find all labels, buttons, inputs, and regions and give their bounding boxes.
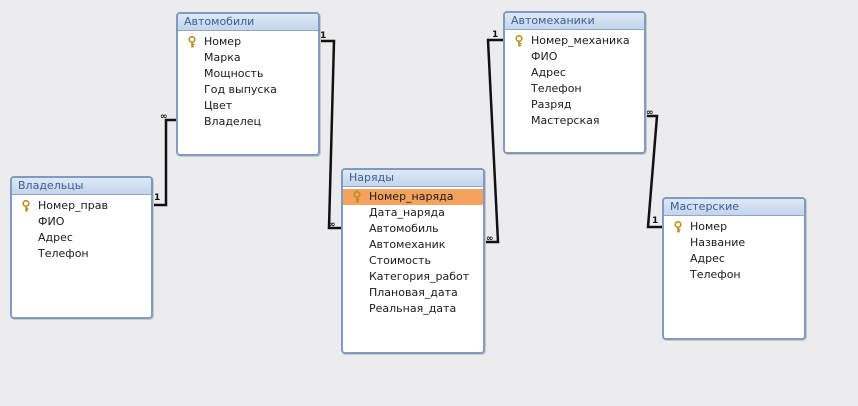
table-avtomekhaniki[interactable]: Автомеханики Номер_механика ФИО Адрес Те… [503,11,646,154]
many-mark-avtomobili: ∞ [160,112,168,122]
one-mark-vladeltsy: 1 [154,193,160,203]
field-item[interactable]: ФИО [505,49,644,65]
table-avtomobili[interactable]: Автомобили Номер Марка Мощность Год выпу… [176,12,320,156]
field-list: Номер_наряда Дата_наряда Автомобиль Авто… [343,187,483,317]
many-mark-avtomekhaniki: ∞ [646,108,654,118]
field-list: Номер Марка Мощность Год выпуска Цвет Вл… [178,31,318,130]
field-item[interactable]: Год выпуска [178,82,318,98]
field-item[interactable]: Мощность [178,66,318,82]
field-item[interactable]: Адрес [664,251,804,267]
table-title[interactable]: Владельцы [12,178,151,195]
field-label: Мощность [204,67,264,80]
field-item[interactable]: Телефон [664,267,804,283]
field-label: ФИО [38,215,65,228]
table-title[interactable]: Мастерские [664,199,804,216]
table-title[interactable]: Наряды [343,170,483,187]
field-item[interactable]: ФИО [12,214,151,230]
one-mark-avtomobili: 1 [320,31,326,41]
table-title[interactable]: Автомеханики [505,13,644,30]
field-label: Номер [204,35,242,48]
field-label: Номер_механика [531,34,630,47]
field-item[interactable]: Адрес [505,65,644,81]
field-label: Телефон [690,268,741,281]
field-item[interactable]: Телефон [505,81,644,97]
field-label: Автомобиль [369,222,439,235]
field-item[interactable]: Цвет [178,98,318,114]
field-list: Номер_механика ФИО Адрес Телефон Разряд … [505,30,644,129]
field-item[interactable]: Номер_прав [12,198,151,214]
field-label: Автомеханик [369,238,446,251]
field-item[interactable]: Стоимость [343,253,483,269]
field-label: Номер_наряда [369,190,454,203]
field-item[interactable]: Номер_механика [505,33,644,49]
table-vladeltsy[interactable]: Владельцы Номер_прав ФИО Адрес Телефон [10,176,153,319]
field-label: ФИО [531,50,558,63]
field-item[interactable]: Автомеханик [343,237,483,253]
table-masterskie[interactable]: Мастерские Номер Название Адрес Телефон [662,197,806,340]
field-label: Номер [690,220,728,233]
field-item[interactable]: Номер [664,219,804,235]
field-label: Телефон [531,82,582,95]
many-mark-naryady-2: ∞ [486,234,494,244]
key-icon [515,35,523,47]
field-item[interactable]: Автомобиль [343,221,483,237]
key-icon [353,191,361,203]
field-list: Номер_прав ФИО Адрес Телефон [12,195,151,262]
relation-avtomekhaniki-naryady[interactable] [484,38,503,244]
field-label: Реальная_дата [369,302,457,315]
key-icon [674,221,682,233]
field-label: Адрес [531,66,566,79]
relation-vladeltsy-avtomobili[interactable] [152,118,176,207]
field-item[interactable]: Название [664,235,804,251]
field-item[interactable]: Разряд [505,97,644,113]
field-item[interactable]: Мастерская [505,113,644,129]
field-label: Цвет [204,99,233,112]
field-label: Владелец [204,115,261,128]
field-label: Марка [204,51,241,64]
field-label: Адрес [38,231,73,244]
field-label: Плановая_дата [369,286,458,299]
field-item[interactable]: Категория_работ [343,269,483,285]
table-naryady[interactable]: Наряды Номер_наряда Дата_наряда Автомоби… [341,168,485,354]
key-icon [188,36,196,48]
field-item[interactable]: Дата_наряда [343,205,483,221]
field-item[interactable]: Адрес [12,230,151,246]
table-title[interactable]: Автомобили [178,14,318,31]
field-label: Год выпуска [204,83,277,96]
field-item[interactable]: Плановая_дата [343,285,483,301]
field-item[interactable]: Номер [178,34,318,50]
field-item[interactable]: Телефон [12,246,151,262]
field-label: Телефон [38,247,89,260]
one-mark-avtomekhaniki: 1 [492,30,498,40]
key-icon [22,200,30,212]
field-label: Категория_работ [369,270,470,283]
field-item[interactable]: Марка [178,50,318,66]
field-label: Название [690,236,746,249]
field-label: Адрес [690,252,725,265]
field-label: Номер_прав [38,199,108,212]
field-item[interactable]: Реальная_дата [343,301,483,317]
relation-avtomobili-naryady[interactable] [320,39,342,230]
relation-masterskie-avtomekhaniki[interactable] [646,114,663,229]
field-item[interactable]: Владелец [178,114,318,130]
field-list: Номер Название Адрес Телефон [664,216,804,283]
many-mark-naryady-1: ∞ [328,220,336,230]
field-label: Дата_наряда [369,206,445,219]
field-item-selected[interactable]: Номер_наряда [343,189,483,205]
one-mark-masterskie: 1 [652,216,658,226]
field-label: Разряд [531,98,572,111]
field-label: Мастерская [531,114,600,127]
field-label: Стоимость [369,254,431,267]
